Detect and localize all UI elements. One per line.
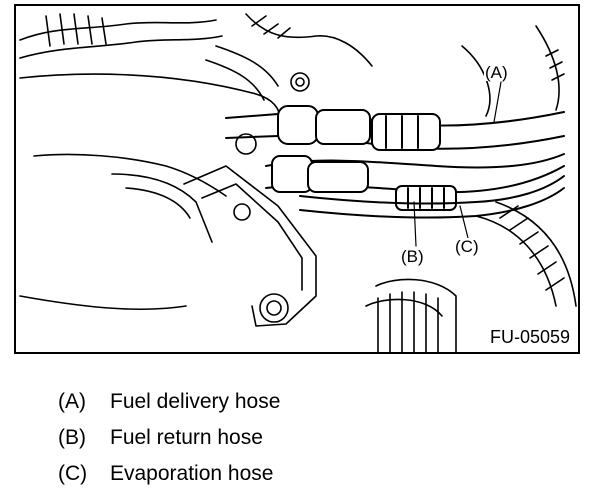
legend-item: (C) Evaporation hose [58,462,280,498]
engine-bay-illustration [19,13,577,352]
legend-letter: (A) [58,390,86,413]
legend-text: Fuel delivery hose [110,390,281,413]
corrugated-hoses [365,25,577,352]
engine-diagram: (A) (B) (C) FU-05059 [14,4,580,354]
legend-item: (B) Fuel return hose [58,426,280,462]
callout-a-label: (A) [484,63,509,82]
legend-text: Fuel return hose [110,426,263,449]
leader-lines [413,81,502,247]
figure-id: FU-05059 [487,327,572,347]
mounting-bracket [183,72,317,327]
legend-item: (A) Fuel delivery hose [58,390,280,426]
fuel-delivery-hose [225,105,565,151]
legend: (A) Fuel delivery hose (B) Fuel return h… [58,390,280,498]
legend-letter: (C) [58,462,88,485]
callout-b-label: (B) [400,247,425,266]
legend-text: Evaporation hose [110,462,274,485]
legend-letter: (B) [58,426,86,449]
body-panel [19,73,282,311]
fuel-return-hose [265,153,565,211]
callout-c-label: (C) [454,237,480,256]
wiring-harness [19,13,373,101]
